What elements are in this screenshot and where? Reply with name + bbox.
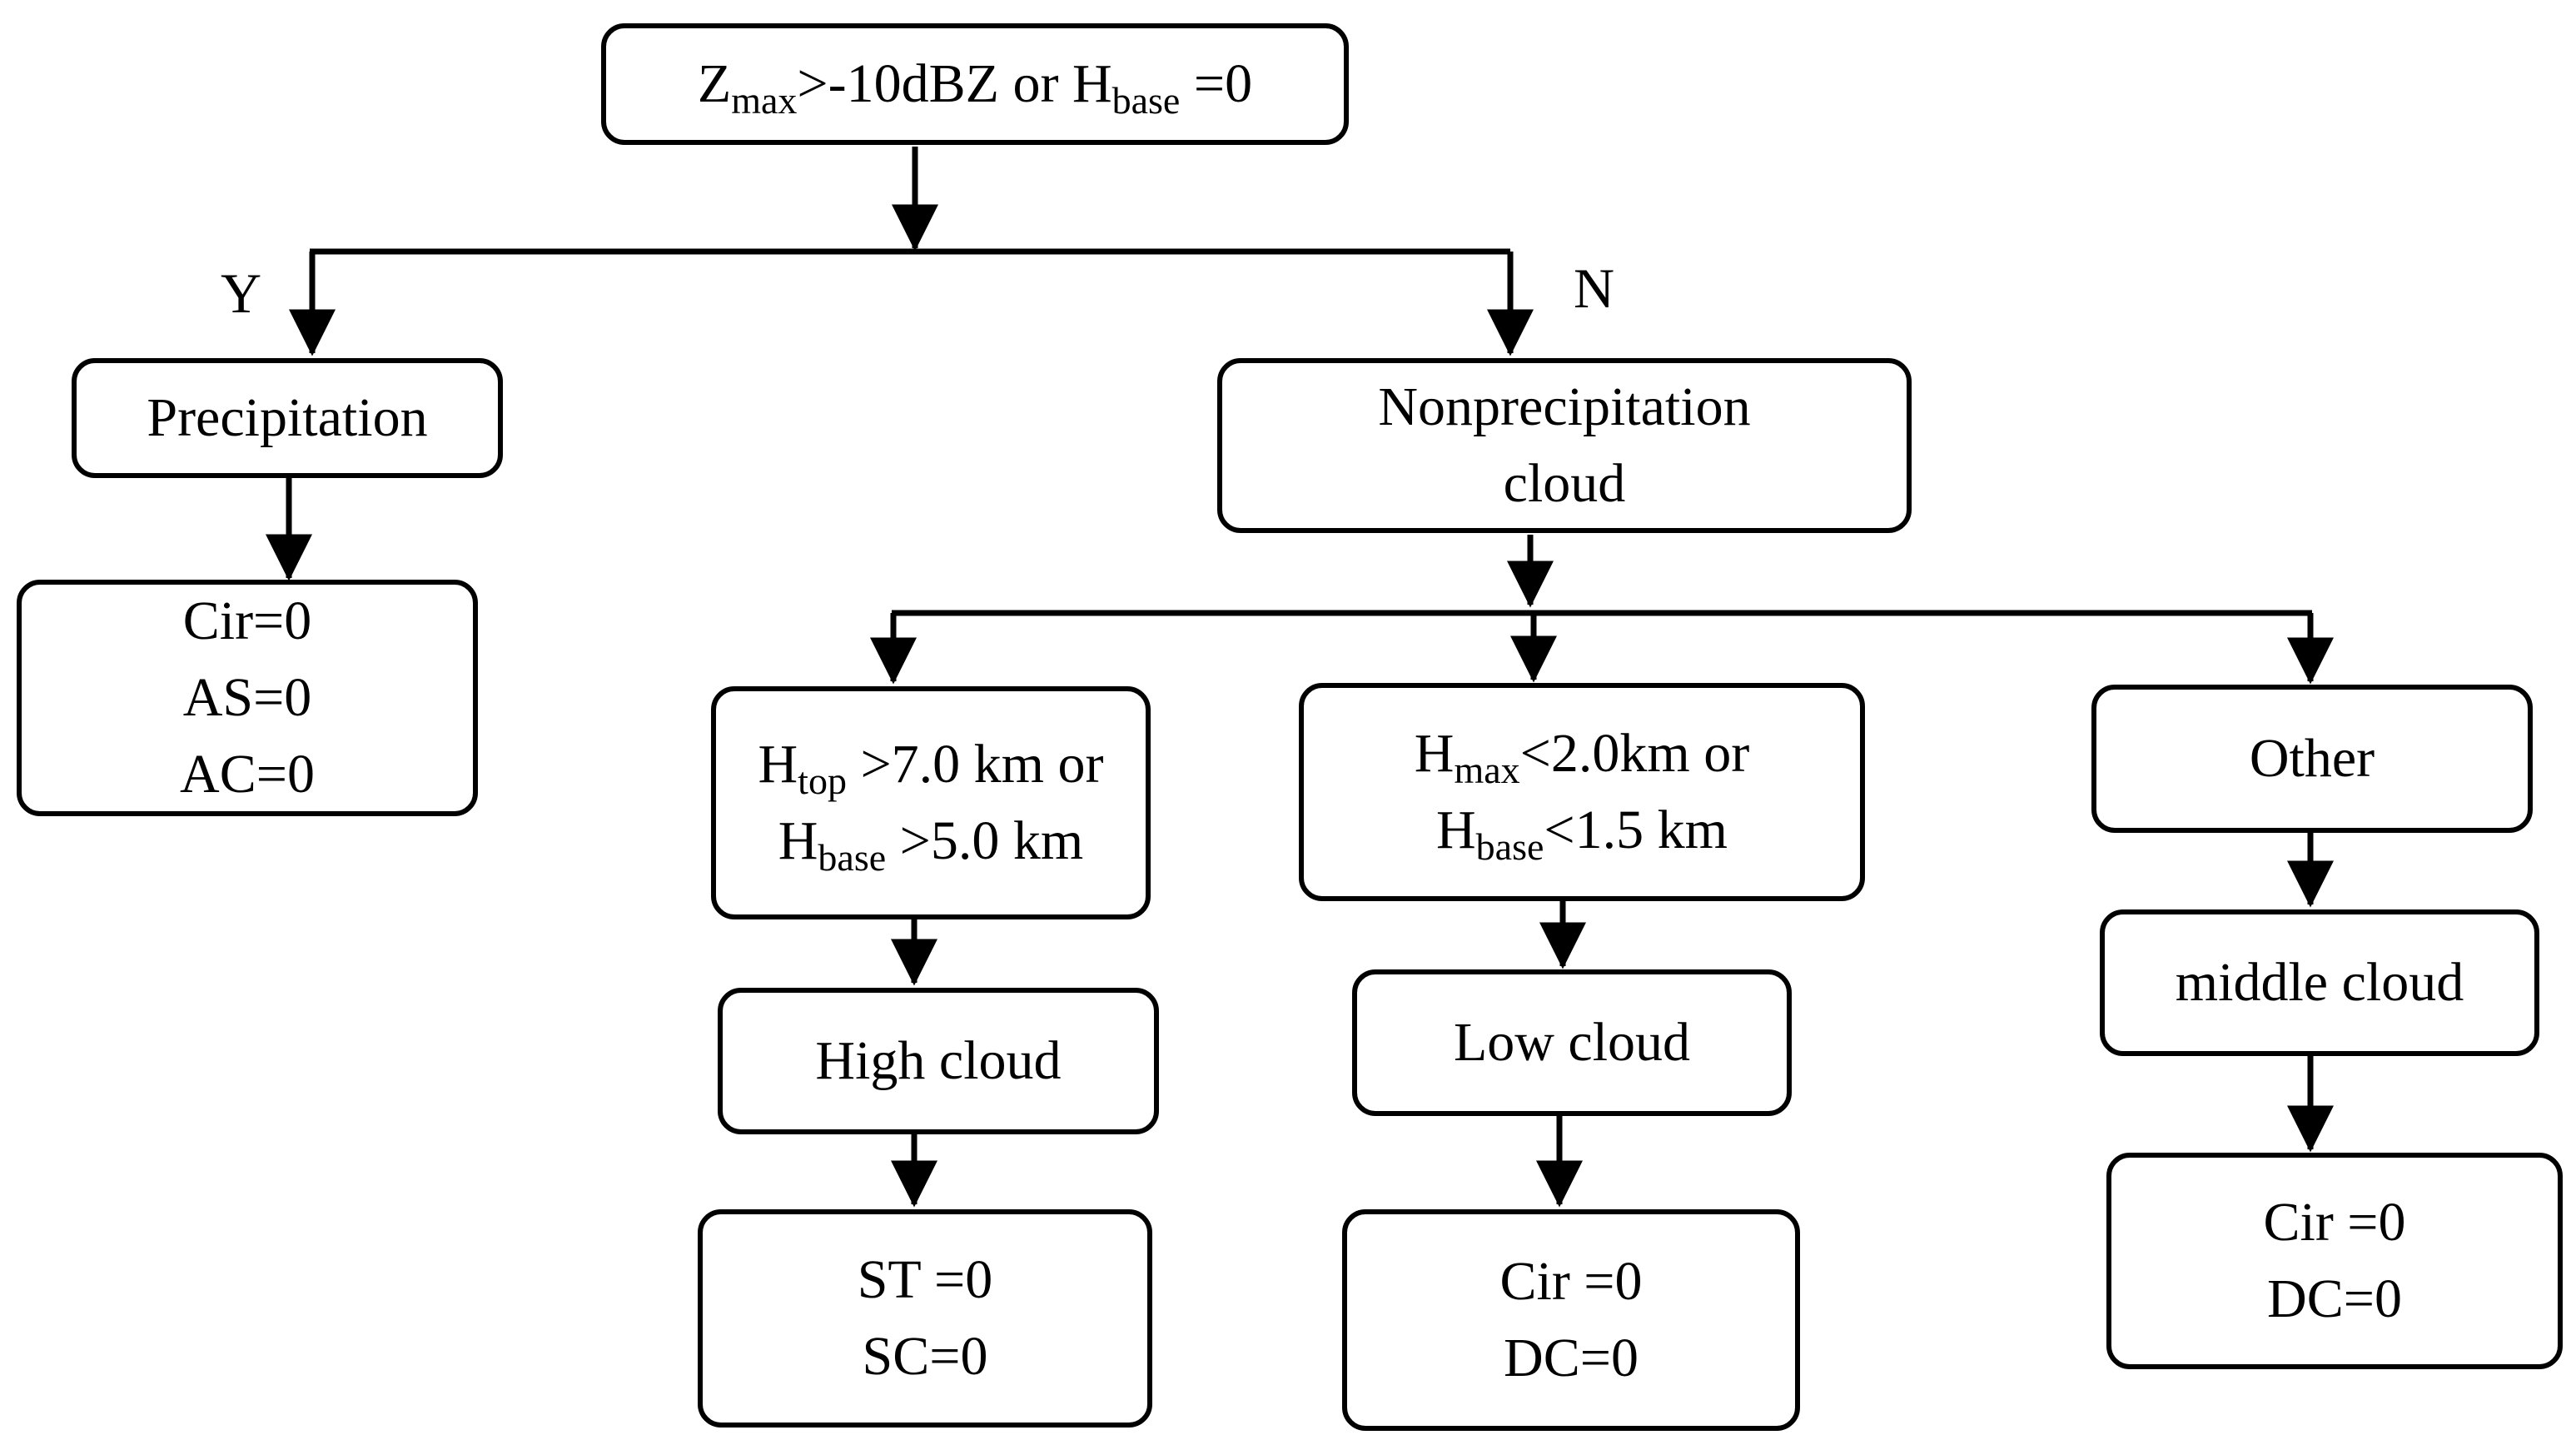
precipitation-result-ac: AC=0: [180, 744, 315, 805]
other-label: Other: [2249, 728, 2375, 789]
middle-cloud-result-box: Cir =0 DC=0: [2106, 1153, 2563, 1369]
h-symbol: H: [1414, 723, 1455, 784]
low-cloud-label: Low cloud: [1453, 1012, 1691, 1073]
high-condition-line1: Htop >7.0 km or: [758, 726, 1104, 803]
high-cloud-result-st: ST =0: [857, 1249, 993, 1310]
base-subscript: base: [1475, 825, 1544, 868]
nonprecipitation-label-line2: cloud: [1503, 453, 1626, 514]
high-condition-threshold-2: >5.0 km: [886, 810, 1084, 871]
low-cloud-box: Low cloud: [1352, 969, 1792, 1116]
high-cloud-box: High cloud: [718, 988, 1159, 1134]
base-subscript: base: [818, 836, 887, 879]
middle-cloud-box: middle cloud: [2100, 909, 2539, 1056]
low-condition-threshold-2: <1.5 km: [1544, 800, 1728, 860]
high-cloud-label: High cloud: [815, 1030, 1062, 1091]
root-condition-text: Zmax>-10dBZ or Hbase =0: [698, 46, 1252, 122]
root-condition-end: =0: [1180, 53, 1253, 114]
precipitation-result-cir: Cir=0: [182, 590, 312, 651]
root-condition-box: Zmax>-10dBZ or Hbase =0: [601, 23, 1349, 145]
h-symbol: H: [1436, 800, 1476, 860]
base-subscript: base: [1111, 79, 1181, 122]
low-cloud-result-box: Cir =0 DC=0: [1342, 1209, 1800, 1431]
root-condition-middle: >-10dBZ or H: [797, 53, 1112, 114]
high-cloud-result-sc: SC=0: [862, 1326, 988, 1387]
low-condition-line1: Hmax<2.0km or: [1415, 715, 1749, 792]
h-symbol: H: [758, 734, 798, 795]
low-cloud-result-cir: Cir =0: [1499, 1251, 1643, 1312]
other-box: Other: [2091, 685, 2533, 833]
precipitation-result-box: Cir=0 AS=0 AC=0: [17, 580, 478, 816]
low-cloud-result-dc: DC=0: [1504, 1328, 1639, 1388]
precipitation-box: Precipitation: [72, 358, 503, 478]
z-symbol: Z: [697, 53, 732, 114]
max-subscript: max: [1454, 749, 1520, 791]
high-condition-line2: Hbase >5.0 km: [778, 803, 1083, 879]
nonprecipitation-box: Nonprecipitation cloud: [1217, 358, 1912, 533]
middle-cloud-label: middle cloud: [2175, 952, 2464, 1013]
branch-label-no: N: [1574, 257, 1615, 320]
low-condition-box: Hmax<2.0km or Hbase<1.5 km: [1299, 683, 1865, 901]
low-condition-line2: Hbase<1.5 km: [1436, 792, 1728, 869]
high-condition-threshold-1: >7.0 km or: [846, 734, 1104, 795]
middle-cloud-result-dc: DC=0: [2267, 1268, 2402, 1329]
precipitation-result-as: AS=0: [182, 667, 312, 728]
low-condition-threshold-1: <2.0km or: [1519, 723, 1750, 784]
top-subscript: top: [798, 760, 847, 802]
high-condition-box: Htop >7.0 km or Hbase >5.0 km: [711, 686, 1151, 919]
middle-cloud-result-cir: Cir =0: [2263, 1192, 2406, 1253]
nonprecipitation-label-line1: Nonprecipitation: [1378, 376, 1751, 437]
precipitation-label: Precipitation: [147, 387, 428, 448]
max-subscript: max: [731, 79, 798, 122]
h-symbol: H: [778, 810, 818, 871]
high-cloud-result-box: ST =0 SC=0: [698, 1209, 1152, 1428]
branch-label-yes: Y: [221, 262, 262, 325]
